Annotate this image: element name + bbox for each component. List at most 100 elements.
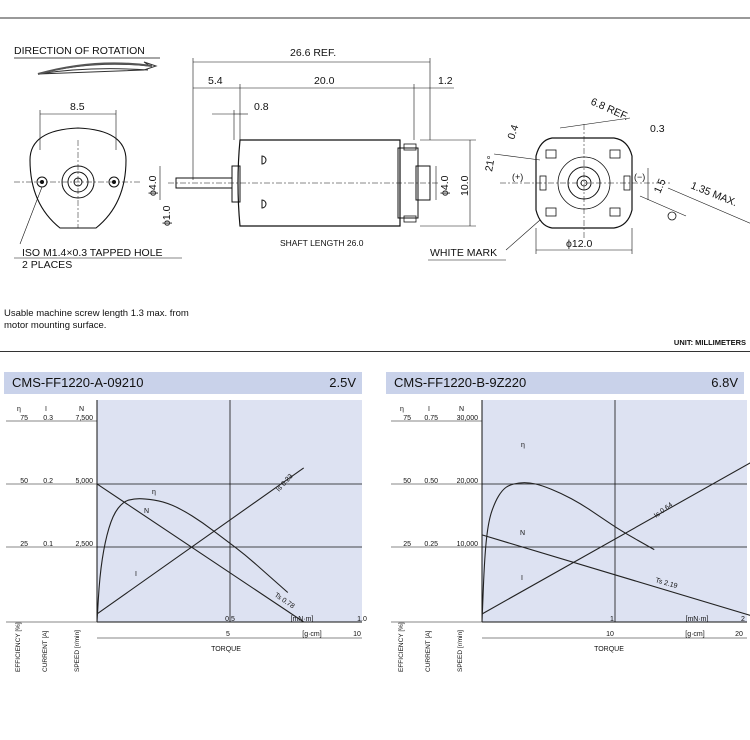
svg-text:1.35 MAX.: 1.35 MAX. xyxy=(689,180,739,209)
y-label-speed: SPEED [r/min] xyxy=(457,630,464,672)
chart-header-a: CMS-FF1220-A-09210 2.5V xyxy=(4,372,362,394)
svg-text:21°: 21° xyxy=(483,155,498,173)
y-label-current: CURRENT [A] xyxy=(425,630,432,672)
svg-text:(−): (−) xyxy=(634,172,645,182)
svg-text:1.2: 1.2 xyxy=(438,75,453,87)
series-speed-line xyxy=(481,534,750,616)
svg-text:0.8: 0.8 xyxy=(254,101,269,113)
shaft-length-label: SHAFT LENGTH 26.0 xyxy=(280,238,364,248)
svg-text:5.4: 5.4 xyxy=(208,75,223,87)
tick-speed: 30,000 xyxy=(457,415,479,422)
end-view-right xyxy=(493,117,750,254)
svg-text:[g·cm]: [g·cm] xyxy=(302,631,322,638)
x-bot-tick: 10 xyxy=(353,631,361,638)
white-mark-label: WHITE MARK xyxy=(430,247,497,259)
voltage: 6.8V xyxy=(711,375,738,390)
series-efficiency-line xyxy=(481,482,655,623)
x-axis-label: TORQUE xyxy=(594,646,624,653)
chart-b: η I N 75 50 25 0.75 0.50 0.25 30,000 20,… xyxy=(391,400,750,672)
tick-current: 0.3 xyxy=(43,415,53,422)
motor-dimension-drawing: DIRECTION OF ROTATION 8.5 ISO M1.4×0.3 T… xyxy=(0,17,750,271)
tapped-hole-label: ISO M1.4×0.3 TAPPED HOLE xyxy=(22,247,163,259)
label-n: N xyxy=(144,508,149,515)
svg-text:ϕ1.0: ϕ1.0 xyxy=(161,205,173,226)
svg-text:1.5: 1.5 xyxy=(652,177,669,195)
note-line-2: motor mounting surface. xyxy=(4,320,107,331)
x-top-tick: 2 xyxy=(741,616,745,623)
tick-eff: 50 xyxy=(403,478,411,485)
direction-of-rotation-label: DIRECTION OF ROTATION xyxy=(14,45,145,57)
series-speed-line xyxy=(96,483,305,623)
tick-current: 0.2 xyxy=(43,478,53,485)
svg-text:[mN·m]: [mN·m] xyxy=(291,616,314,623)
x-top-tick: 1.0 xyxy=(357,616,367,623)
svg-text:6.8 REF.: 6.8 REF. xyxy=(589,96,631,123)
plot-area xyxy=(97,400,362,622)
y-label-current: CURRENT [A] xyxy=(42,630,49,672)
x-top-tick: 0.5 xyxy=(225,616,235,623)
svg-text:η: η xyxy=(17,406,21,413)
side-view: 26.6 REF. 5.4 20.0 1.2 0.8 ϕ4.0 ϕ1.0 ϕ4.… xyxy=(147,47,476,227)
svg-text:(+): (+) xyxy=(512,172,523,182)
svg-text:ϕ4.0: ϕ4.0 xyxy=(439,175,451,196)
x-bot-tick: 5 xyxy=(226,631,230,638)
front-view-left: 8.5 xyxy=(14,101,140,245)
svg-text:0.4: 0.4 xyxy=(505,123,521,141)
svg-text:η: η xyxy=(400,406,404,413)
tick-current: 0.25 xyxy=(424,541,438,548)
series-current-line xyxy=(481,462,750,615)
plot-area xyxy=(482,400,747,622)
y-label-efficiency: EFFICIENCY [%] xyxy=(15,622,22,672)
chart-a: η I N 75 50 25 0.3 0.2 0.1 7,500 5,000 2… xyxy=(6,400,367,672)
tick-eff: 50 xyxy=(20,478,28,485)
svg-text:8.5: 8.5 xyxy=(70,101,85,113)
svg-text:N: N xyxy=(459,406,464,413)
label-eta: η xyxy=(521,442,525,449)
tick-speed: 7,500 xyxy=(75,415,93,422)
svg-text:26.6 REF.: 26.6 REF. xyxy=(290,47,336,59)
label-i: I xyxy=(521,575,523,582)
label-n: N xyxy=(520,530,525,537)
svg-text:ϕ4.0: ϕ4.0 xyxy=(147,175,159,196)
tick-eff: 25 xyxy=(403,541,411,548)
note-line-1: Usable machine screw length 1.3 max. fro… xyxy=(4,308,189,319)
svg-text:[mN·m]: [mN·m] xyxy=(686,616,709,623)
model-name: CMS-FF1220-A-09210 xyxy=(12,375,144,390)
unit-label: UNIT: MILLIMETERS xyxy=(673,338,746,347)
x-bot-tick: 10 xyxy=(606,631,614,638)
series-efficiency-line xyxy=(96,498,289,623)
svg-text:[g·cm]: [g·cm] xyxy=(685,631,705,638)
x-bot-tick: 20 xyxy=(735,631,743,638)
svg-text:I: I xyxy=(45,406,47,413)
model-name: CMS-FF1220-B-9Z220 xyxy=(394,375,527,390)
svg-text:ϕ12.0: ϕ12.0 xyxy=(566,238,592,250)
tick-speed: 2,500 xyxy=(75,541,93,548)
tick-speed: 10,000 xyxy=(457,541,479,548)
y-label-speed: SPEED [r/min] xyxy=(74,630,81,672)
svg-text:20.0: 20.0 xyxy=(314,75,335,87)
tick-current: 0.75 xyxy=(424,415,438,422)
section-divider xyxy=(0,351,750,352)
svg-text:N: N xyxy=(79,406,84,413)
tick-eff: 75 xyxy=(20,415,28,422)
tapped-hole-count: 2 PLACES xyxy=(22,259,72,271)
voltage: 2.5V xyxy=(329,375,356,390)
tick-current: 0.1 xyxy=(43,541,53,548)
series-current-line xyxy=(96,467,305,615)
tick-speed: 20,000 xyxy=(457,478,479,485)
screw-length-note: Usable machine screw length 1.3 max. fro… xyxy=(4,308,189,332)
tick-eff: 25 xyxy=(20,541,28,548)
chart-b-series xyxy=(481,462,750,623)
svg-text:10.0: 10.0 xyxy=(459,175,471,196)
tick-current: 0.50 xyxy=(424,478,438,485)
svg-text:I: I xyxy=(428,406,430,413)
y-label-efficiency: EFFICIENCY [%] xyxy=(398,622,405,672)
label-i: I xyxy=(135,571,137,578)
x-top-tick: 1 xyxy=(610,616,614,623)
label-eta: η xyxy=(152,489,156,496)
chart-a-series xyxy=(96,467,305,623)
tick-speed: 5,000 xyxy=(75,478,93,485)
x-axis-label: TORQUE xyxy=(211,646,241,653)
svg-text:0.3: 0.3 xyxy=(650,123,665,135)
tick-eff: 75 xyxy=(403,415,411,422)
